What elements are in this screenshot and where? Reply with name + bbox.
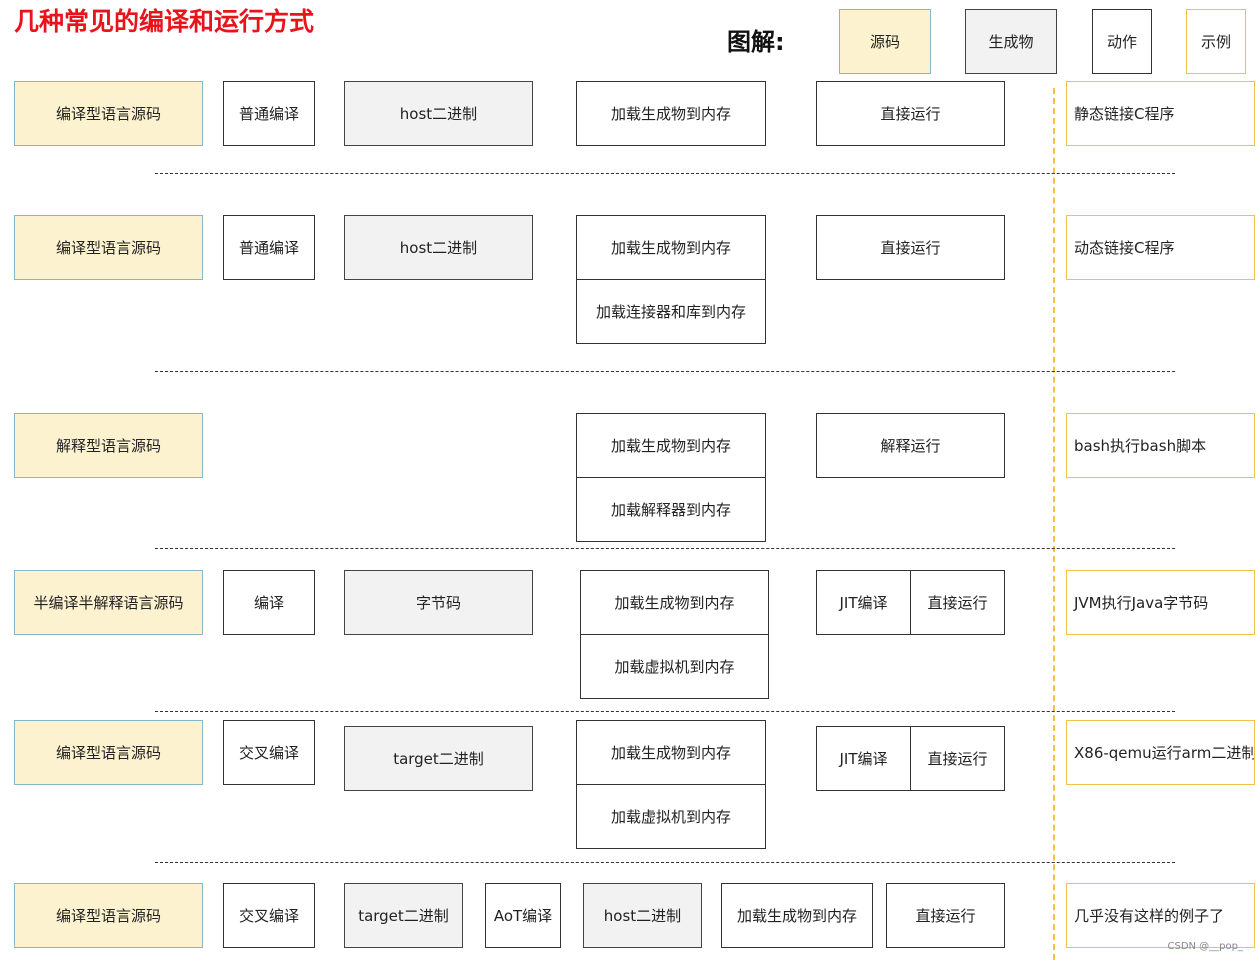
row5-example: X86-qemu运行arm二进制 [1066,720,1255,785]
diagram-title: 几种常见的编译和运行方式 [14,7,315,36]
row3-source: 解释型语言源码 [14,413,203,478]
row4-source: 半编译半解释语言源码 [14,570,203,635]
row2-artifact: host二进制 [344,215,533,280]
legend-artifact: 生成物 [965,9,1057,74]
row1-example: 静态链接C程序 [1066,81,1255,146]
legend-source: 源码 [839,9,931,74]
row-separator [155,548,1175,549]
row5-run: 直接运行 [910,726,1005,791]
watermark: CSDN @__pop_ [1167,941,1243,952]
row2-load: 加载生成物到内存 [576,215,766,280]
row6-artifact2: host二进制 [583,883,702,948]
row5-load: 加载生成物到内存 [576,720,766,785]
row1-compile: 普通编译 [223,81,315,146]
row-separator [155,711,1175,712]
row6-run: 直接运行 [886,883,1005,948]
legend-example: 示例 [1186,9,1246,74]
row6-compile: 交叉编译 [223,883,315,948]
row2-source: 编译型语言源码 [14,215,203,280]
row2-compile: 普通编译 [223,215,315,280]
row4-load: 加载生成物到内存 [580,570,769,635]
example-column-separator [1053,88,1055,960]
row4-load-vm: 加载虚拟机到内存 [580,634,769,699]
row5-source: 编译型语言源码 [14,720,203,785]
legend-action: 动作 [1092,9,1152,74]
row-separator [155,862,1175,863]
row6-artifact: target二进制 [344,883,463,948]
row1-run: 直接运行 [816,81,1005,146]
row-separator [155,173,1175,174]
row1-load: 加载生成物到内存 [576,81,766,146]
row4-compile: 编译 [223,570,315,635]
row1-source: 编译型语言源码 [14,81,203,146]
row3-load: 加载生成物到内存 [576,413,766,478]
row4-artifact: 字节码 [344,570,533,635]
row6-example: 几乎没有这样的例子了 [1066,883,1255,948]
row3-example: bash执行bash脚本 [1066,413,1255,478]
row5-load-vm: 加载虚拟机到内存 [576,784,766,849]
row1-artifact: host二进制 [344,81,533,146]
row2-run: 直接运行 [816,215,1005,280]
row4-jit: JIT编译 [816,570,911,635]
row6-load: 加载生成物到内存 [721,883,873,948]
row5-jit: JIT编译 [816,726,911,791]
row3-run: 解释运行 [816,413,1005,478]
legend-title: 图解: [727,28,785,56]
row2-example: 动态链接C程序 [1066,215,1255,280]
row3-load-interpreter: 加载解释器到内存 [576,477,766,542]
row2-load-linker: 加载连接器和库到内存 [576,279,766,344]
row4-example: JVM执行Java字节码 [1066,570,1255,635]
row-separator [155,371,1175,372]
row4-run: 直接运行 [910,570,1005,635]
row5-compile: 交叉编译 [223,720,315,785]
row6-source: 编译型语言源码 [14,883,203,948]
row6-aot: AoT编译 [485,883,561,948]
row5-artifact: target二进制 [344,726,533,791]
